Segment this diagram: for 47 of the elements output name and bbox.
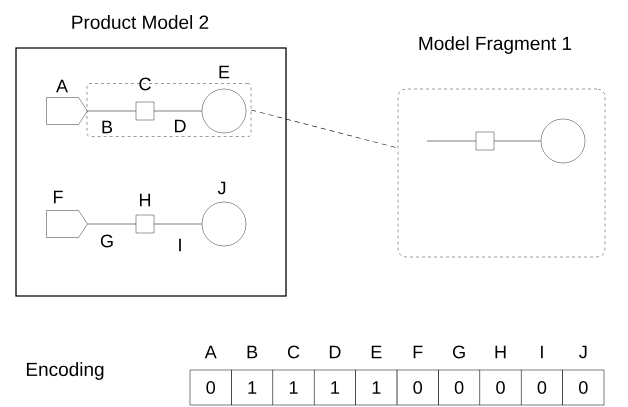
table-cell: 1 [272, 370, 314, 406]
column-header: E [372, 346, 382, 358]
connector-line [494, 140, 542, 142]
part-letter: F [54, 190, 63, 204]
model-frame [15, 47, 287, 297]
part-letter: J [218, 182, 226, 194]
column-header: B [248, 346, 258, 358]
connector-line [426, 140, 476, 142]
column-header: H [495, 346, 506, 358]
edge-label: I [176, 238, 184, 252]
column-header: J [579, 346, 586, 358]
table-cell: 1 [231, 370, 274, 406]
column-header: G [453, 346, 465, 358]
column-header: C [288, 346, 300, 358]
square-shape [476, 132, 494, 150]
part-letter: H [140, 194, 150, 206]
port-shape [46, 97, 88, 125]
edge-label: G [99, 234, 115, 248]
column-header: D [330, 346, 341, 358]
column-header: I [541, 346, 543, 358]
fragment-frame [398, 88, 606, 258]
row-label: Encoding [26, 362, 104, 380]
edge-label: D [172, 118, 188, 134]
table-cell: 0 [190, 370, 232, 406]
part-letter: A [56, 80, 68, 92]
table-cell: 0 [480, 370, 522, 406]
port-shape [46, 210, 88, 238]
table-cell: 0 [438, 370, 480, 406]
table-cell: 0 [562, 370, 604, 406]
circle-shape [540, 118, 586, 164]
circle-shape [202, 88, 246, 134]
table-cell: 1 [314, 370, 356, 406]
part-letter: E [219, 66, 230, 78]
column-header: F [414, 346, 422, 358]
square-shape [136, 214, 154, 234]
model-title: Model Fragment 1 [419, 36, 572, 54]
connector-line [154, 110, 202, 112]
edge-label: B [100, 120, 114, 134]
table-cell: 0 [520, 370, 563, 406]
table-cell: 0 [396, 370, 439, 406]
connector-line [87, 110, 136, 112]
column-header: A [204, 346, 217, 358]
model-title: Product Model 2 [72, 15, 208, 29]
part-letter: C [139, 78, 151, 90]
square-shape [136, 102, 154, 120]
table-cell: 1 [355, 370, 398, 406]
circle-shape [202, 202, 246, 246]
